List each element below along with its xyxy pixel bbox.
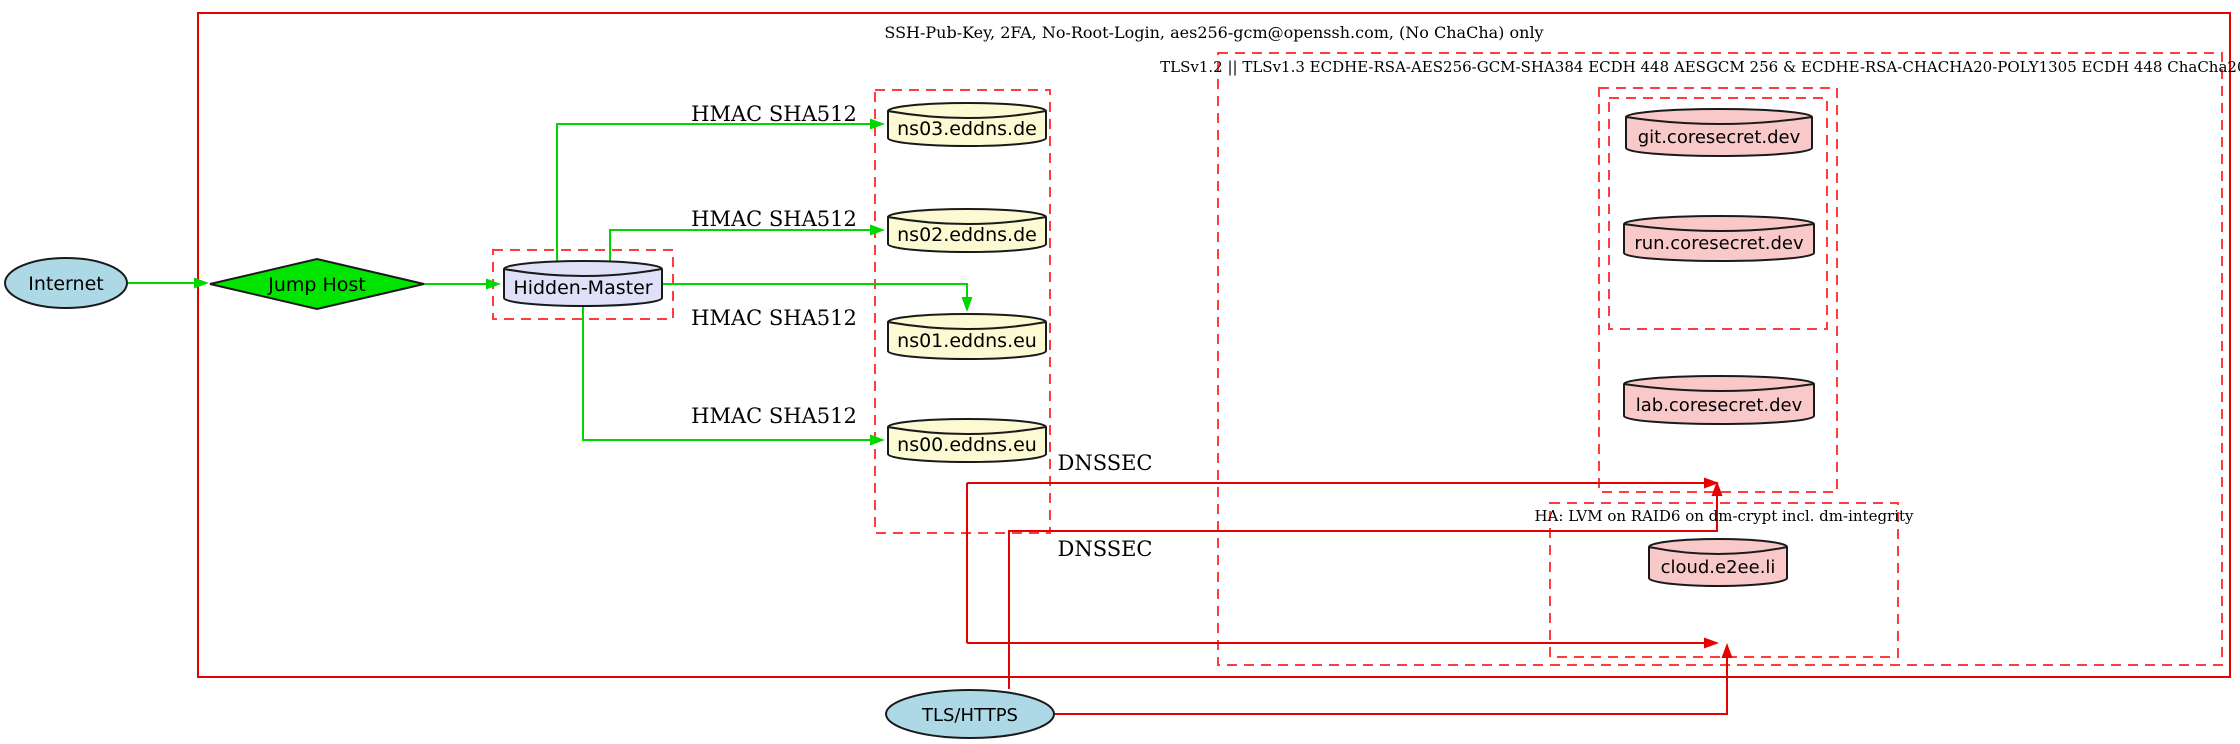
edge-hiddenmaster-to-ns01 [663, 283, 973, 312]
edge-label-hmac-ns03: HMAC SHA512 [691, 102, 857, 126]
cluster-eddns-box [874, 89, 1051, 534]
edge-tlshttps-to-ha [1054, 643, 1733, 715]
edge-label-hmac-ns00: HMAC SHA512 [691, 404, 857, 428]
edge-internet-to-jumphost [128, 277, 209, 289]
cluster-tls-box [1217, 52, 2223, 666]
node-ns03: ns03.eddns.de [887, 102, 1047, 147]
svg-text:ns03.eddns.de: ns03.eddns.de [897, 118, 1037, 140]
svg-text:git.coresecret.dev: git.coresecret.dev [1638, 127, 1801, 148]
cluster-ha-label: HA: LVM on RAID6 on dm-crypt incl. dm-in… [1534, 507, 1914, 525]
svg-text:cloud.e2ee.li: cloud.e2ee.li [1661, 557, 1776, 578]
edge-label-dnssec-2: DNSSEC [1057, 537, 1152, 561]
node-jump-host: Jump Host [209, 257, 425, 311]
cluster-ssh-label: SSH-Pub-Key, 2FA, No-Root-Login, aes256-… [884, 23, 1543, 42]
edge-label-hmac-ns01: HMAC SHA512 [691, 306, 857, 330]
node-lab-coresecret: lab.coresecret.dev [1623, 375, 1815, 425]
node-ns02: ns02.eddns.de [887, 208, 1047, 253]
node-git-coresecret: git.coresecret.dev [1625, 108, 1813, 157]
cluster-coresecret-box [1598, 87, 1838, 493]
edge-label-dnssec-1: DNSSEC [1057, 451, 1152, 475]
svg-text:ns01.eddns.eu: ns01.eddns.eu [897, 330, 1037, 352]
node-tls-https: TLS/HTTPS [885, 689, 1055, 739]
cluster-tls-label: TLSv1.2 || TLSv1.3 ECDHE-RSA-AES256-GCM-… [1160, 58, 2240, 76]
node-internet: Internet [4, 257, 128, 309]
edge-hiddenmaster-to-ns00 [582, 306, 885, 446]
cluster-ssh-box [197, 12, 2231, 678]
edge-dnssec-to-coresecret [967, 477, 1719, 489]
svg-text:TLS/HTTPS: TLS/HTTPS [921, 705, 1018, 726]
edge-label-hmac-ns02: HMAC SHA512 [691, 207, 857, 231]
edge-hiddenmaster-to-ns03 [556, 118, 885, 261]
edge-tlshttps-to-coresecret [1008, 481, 1723, 689]
svg-text:lab.coresecret.dev: lab.coresecret.dev [1636, 395, 1803, 416]
svg-text:ns00.eddns.eu: ns00.eddns.eu [897, 434, 1037, 456]
node-ns01: ns01.eddns.eu [887, 313, 1047, 360]
svg-text:run.coresecret.dev: run.coresecret.dev [1634, 233, 1804, 254]
svg-text:Internet: Internet [28, 273, 103, 295]
edge-hiddenmaster-to-ns02 [609, 224, 885, 261]
node-ns00: ns00.eddns.eu [887, 418, 1047, 463]
edge-jumphost-to-hiddenmaster [424, 278, 501, 290]
node-cloud-e2ee: cloud.e2ee.li [1648, 538, 1788, 587]
svg-text:ns02.eddns.de: ns02.eddns.de [897, 224, 1037, 246]
cluster-gitrun-box [1608, 97, 1828, 330]
node-run-coresecret: run.coresecret.dev [1623, 215, 1815, 262]
edge-dnssec-to-ha [966, 483, 1719, 649]
svg-text:Hidden-Master: Hidden-Master [513, 277, 652, 299]
cluster-ha-box [1549, 502, 1899, 658]
svg-text:Jump Host: Jump Host [267, 274, 366, 296]
node-hidden-master: Hidden-Master [503, 260, 663, 307]
